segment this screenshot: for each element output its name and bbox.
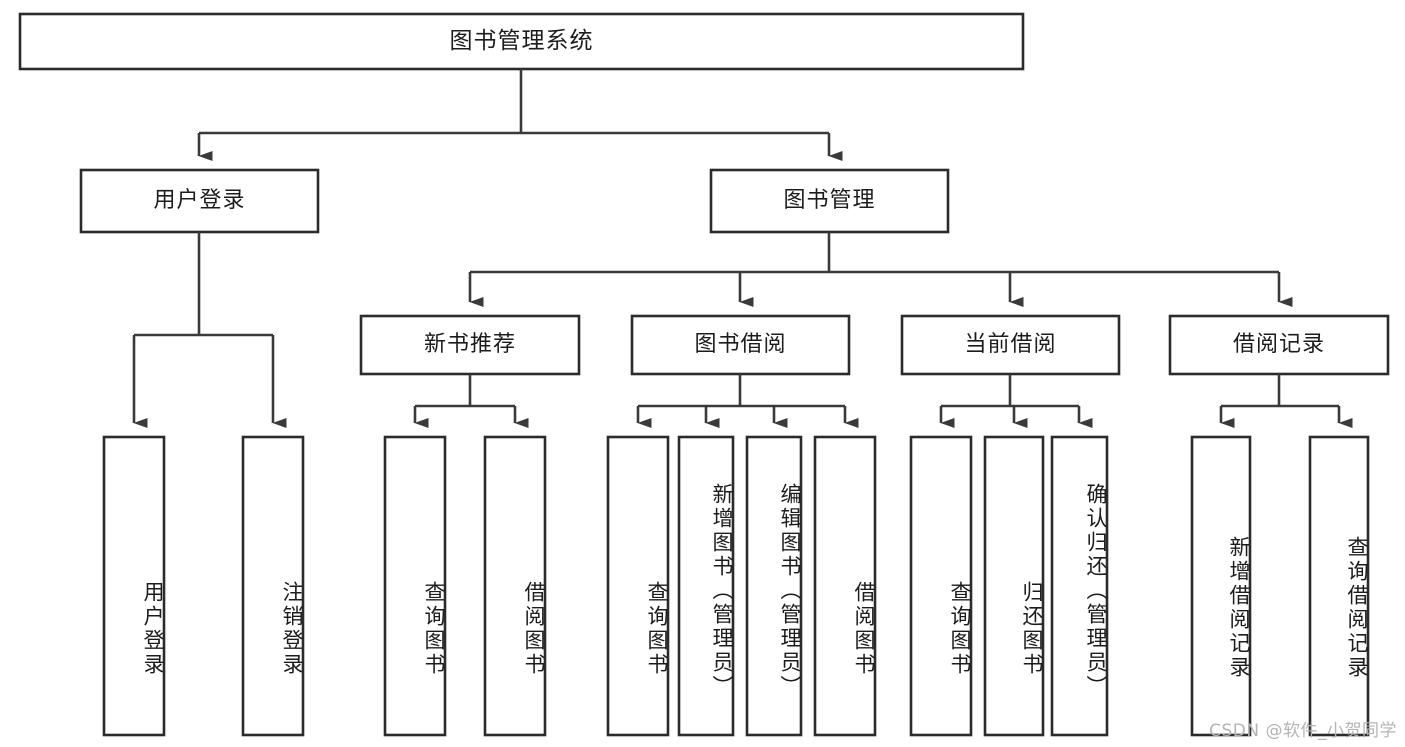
watermark-text: CSDN @软件_小贺同学 (1209, 721, 1397, 741)
leaf-box-11[interactable] (1190, 435, 1252, 737)
leaf-box-5[interactable] (677, 435, 735, 737)
node-box-current-borrow[interactable] (900, 314, 1121, 376)
leaf-box-1[interactable] (241, 435, 305, 737)
node-box-new-book-recommend[interactable] (359, 314, 581, 376)
leaf-box-12[interactable] (1308, 435, 1370, 737)
leaf-box-8[interactable] (909, 435, 973, 737)
leaf-box-9[interactable] (983, 435, 1045, 737)
leaf-box-7[interactable] (813, 435, 877, 737)
leaf-box-0[interactable] (102, 435, 166, 737)
leaf-box-2[interactable] (383, 435, 447, 737)
leaf-box-3[interactable] (483, 435, 547, 737)
node-box-root[interactable] (18, 12, 1025, 71)
node-box-book-management[interactable] (709, 168, 950, 234)
node-box-user-login[interactable] (79, 168, 320, 234)
leaf-box-4[interactable] (606, 435, 670, 737)
node-box-borrow-record[interactable] (1168, 314, 1390, 376)
node-box-book-borrow[interactable] (630, 314, 851, 376)
leaf-box-6[interactable] (745, 435, 803, 737)
leaf-box-10[interactable] (1050, 435, 1109, 737)
